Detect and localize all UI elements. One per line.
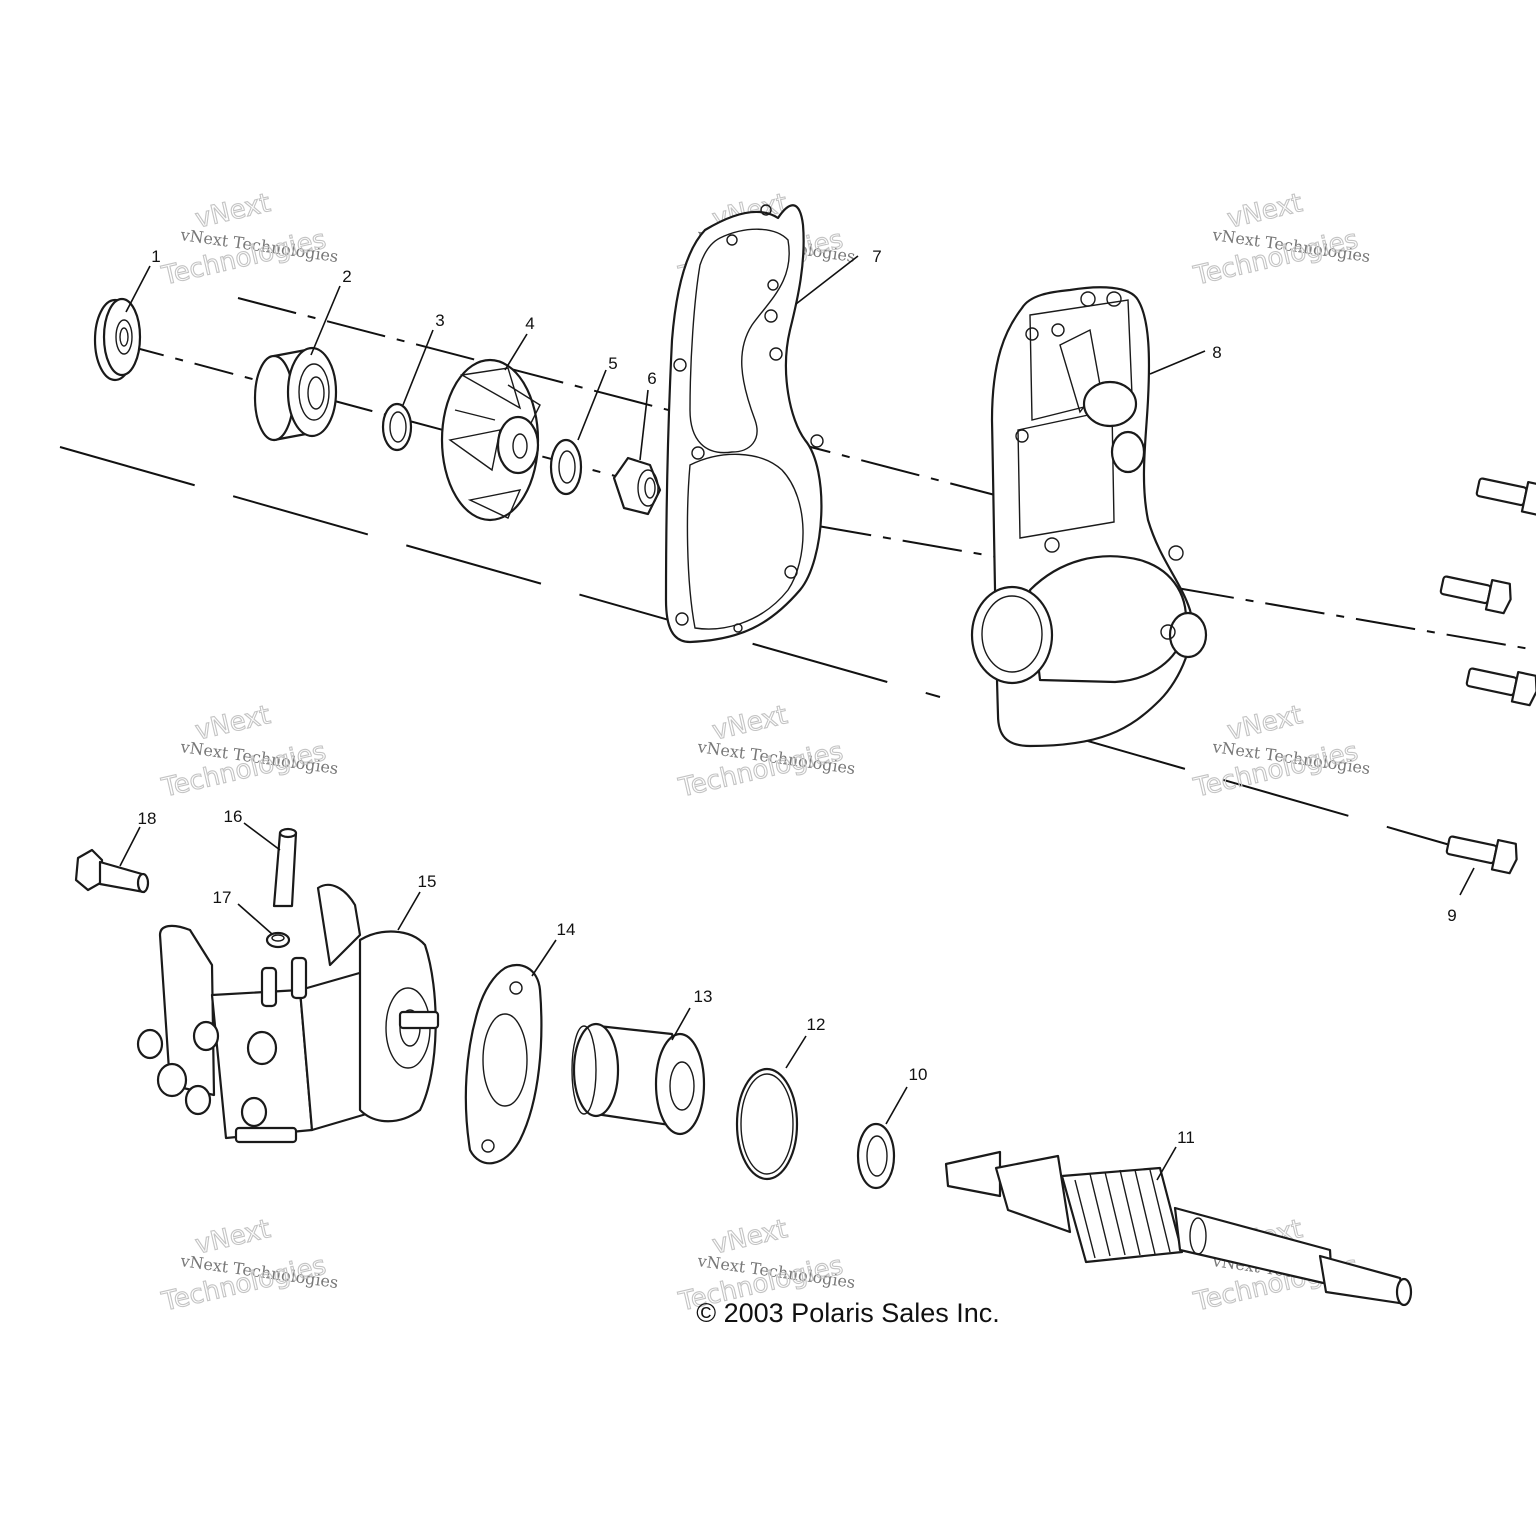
callout-12: 12 [807,1015,826,1034]
part-17-clip-ring [265,931,291,949]
watermark: vNext vNext Technologies Technologies [158,188,340,293]
callout-5: 5 [608,354,617,373]
part-12-o-ring [735,1067,799,1181]
callout-3: 3 [435,311,444,330]
copyright-notice: © 2003 Polaris Sales Inc. [696,1298,1000,1328]
callout-10: 10 [909,1065,928,1084]
callout-labels: 1 2 3 4 5 6 7 8 9 10 11 12 13 14 15 16 1… [138,247,1457,1147]
part-8-water-pump-cover [970,286,1208,748]
callout-4: 4 [525,314,534,333]
part-11-shaft-gear [944,1150,1413,1307]
watermark: vNext vNext Technologies Technologies [158,1214,340,1319]
part-6-nut [612,456,662,516]
bolt [1445,835,1518,875]
callout-13: 13 [694,987,713,1006]
callout-18: 18 [138,809,157,828]
callout-17: 17 [213,888,232,907]
part-14-gasket [464,963,543,1165]
part-18-bolt [74,848,150,894]
part-10-washer [856,1122,896,1190]
part-1-seal [93,297,142,382]
callout-16: 16 [224,807,243,826]
part-15-oil-pump [136,883,440,1144]
part-4-impeller [440,358,541,522]
callout-2: 2 [342,267,351,286]
part-2-bearing [253,346,338,442]
part-5-washer [549,438,583,496]
callout-9: 9 [1447,906,1456,925]
part-16-pin [272,827,298,908]
callout-15: 15 [418,872,437,891]
callout-6: 6 [647,369,656,388]
part-7-gasket [664,204,824,644]
watermark: vNext vNext Technologies Technologies [158,700,340,805]
watermark: vNext vNext Technologies Technologies [1190,188,1372,293]
leader-lines [119,255,1475,1181]
callout-11: 11 [1177,1128,1195,1147]
callout-7: 7 [872,247,881,266]
part-3-washer [381,402,413,452]
bolt [1475,477,1536,517]
part-9-bolts [1439,477,1536,875]
callout-8: 8 [1212,343,1221,362]
callout-1: 1 [151,247,160,266]
bolt [1465,667,1536,707]
bolt [1439,575,1512,615]
watermark: vNext vNext Technologies Technologies [1190,700,1372,805]
callout-14: 14 [557,920,576,939]
watermark: vNext vNext Technologies Technologies [675,700,857,805]
part-13-sleeve [571,1022,706,1136]
